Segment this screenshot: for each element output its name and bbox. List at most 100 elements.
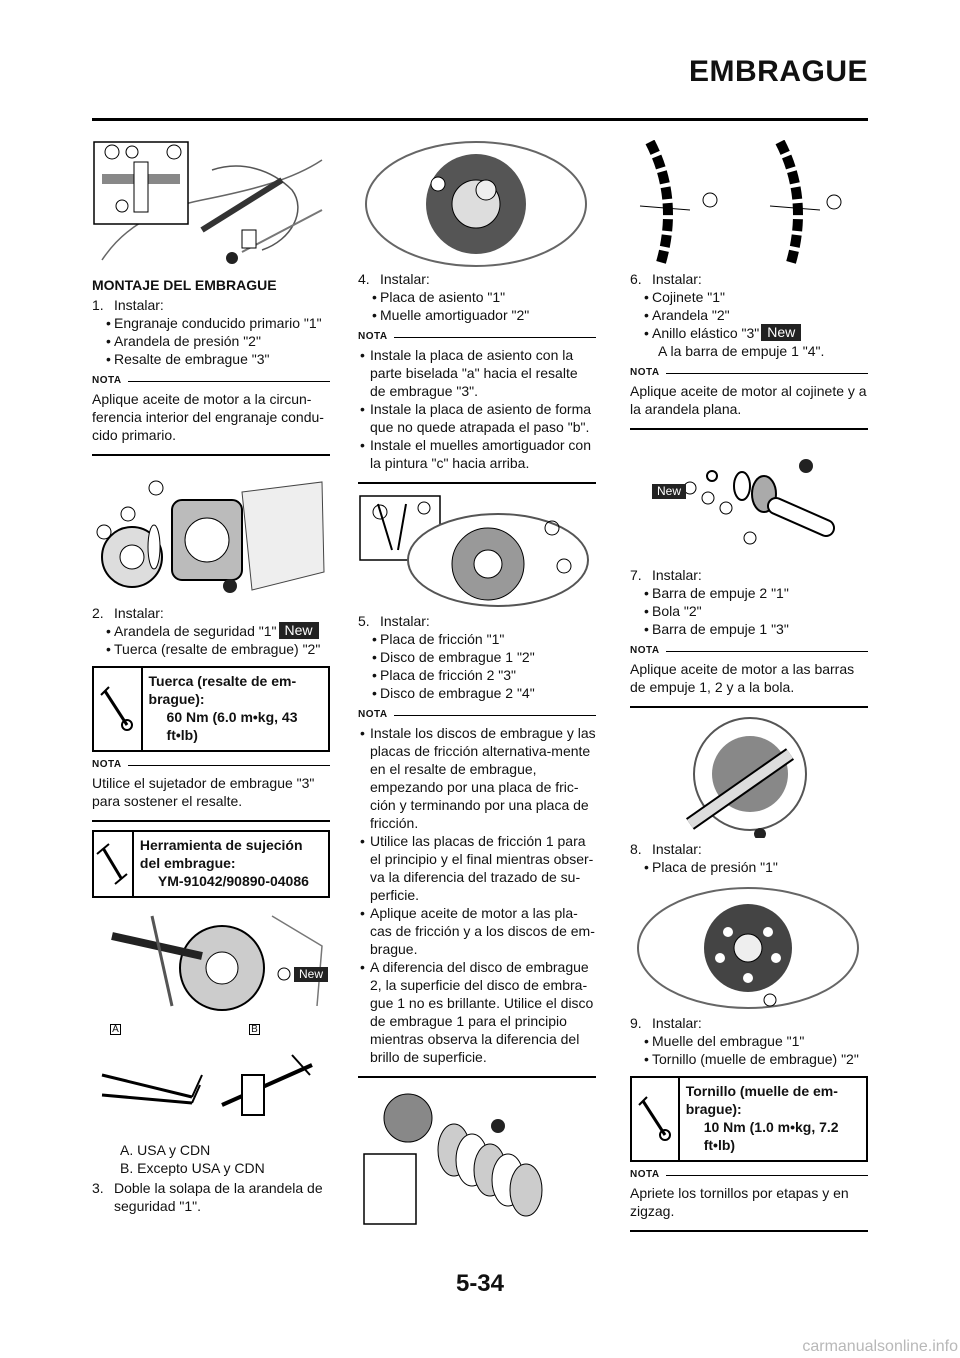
- note-text: Instale los discos de embrague y las pla…: [358, 724, 596, 1066]
- note-text: Aplique aceite de motor a las barras de …: [630, 661, 855, 695]
- note-heading: NOTA: [358, 330, 596, 344]
- list-item: Arandela de presión "2": [92, 332, 330, 350]
- step-label: Instalar:: [652, 271, 702, 287]
- special-tool-icon: [94, 832, 134, 896]
- step-number: 4.: [358, 271, 370, 287]
- step-number: 2.: [92, 605, 104, 621]
- step-text: Doble la solapa de la arandela de seguri…: [114, 1180, 323, 1214]
- page-number: 5-34: [455, 1270, 505, 1297]
- step-label: Instalar:: [652, 841, 702, 857]
- note-heading: NOTA: [630, 1168, 868, 1182]
- figure-clutch-holder: New: [92, 906, 328, 1014]
- torque-wrench-icon: [94, 668, 143, 750]
- illustration-friction-plates: [363, 1093, 543, 1225]
- step-4: 4. Instalar:: [358, 270, 596, 288]
- step-label: Instalar:: [380, 613, 430, 629]
- step-number: 5.: [358, 613, 370, 629]
- list-item-detail: A la barra de empuje 1 "4".: [658, 343, 825, 359]
- legend-item: B. Excepto USA y CDN: [120, 1160, 265, 1176]
- figure-seat-plate: [358, 140, 594, 268]
- list-item: Placa de fricción 2 "3": [358, 666, 596, 684]
- note-text: Aplique aceite de motor al cojinete y a …: [630, 383, 867, 417]
- illustration-plate-comparison: [639, 140, 842, 268]
- illustration-damper-spring: [359, 495, 589, 607]
- list-item: Barra de empuje 1 "3": [630, 620, 868, 638]
- note-heading: NOTA: [630, 644, 868, 658]
- illustration-clutch-hub: [96, 480, 325, 593]
- step-number: 6.: [630, 271, 642, 287]
- step-3: 3. Doble la solapa de la arandela de segu…: [92, 1179, 330, 1215]
- step-number: 8.: [630, 841, 642, 857]
- tool-spec-text: Herramienta de sujeción del embrague: YM…: [139, 837, 309, 889]
- list-item: Resalte de embrague "3": [92, 350, 330, 368]
- step-label: Instalar:: [114, 605, 164, 621]
- note-text: Utilice el sujetador de embrague "3" par…: [92, 775, 315, 809]
- figure-damper-spring: [358, 490, 594, 610]
- column-2: 4. Instalar: Placa de asiento "1" Muelle …: [358, 140, 596, 1228]
- legend-item: A. USA y CDN: [120, 1142, 211, 1158]
- watermark: carmanualsonline.info: [802, 1338, 958, 1355]
- list-item: Tornillo (muelle de embrague) "2": [630, 1050, 868, 1068]
- figure-clutch-hub: [92, 462, 328, 602]
- figure-push-rod-assembly: New: [630, 436, 866, 564]
- step-label: Instalar:: [652, 567, 702, 583]
- step-number: 9.: [630, 1015, 642, 1031]
- list-item: Arandela "2": [630, 306, 868, 324]
- torque-spec-box: Tuerca (resalte de em-brague): 60 Nm (6.…: [92, 666, 330, 752]
- note-block: NOTA Instale la placa de asiento con la …: [358, 330, 596, 484]
- note-block: NOTA Apriete los tornillos por etapas y …: [630, 1168, 868, 1232]
- list-item: Disco de embrague 1 "2": [358, 648, 596, 666]
- step-8: 8. Instalar:: [630, 840, 868, 858]
- figure-pressure-plate: [630, 882, 866, 1012]
- list-item: Bola "2": [630, 602, 868, 620]
- note-block: NOTA Aplique aceite de motor al cojinete…: [630, 366, 868, 430]
- label-b: B: [249, 1024, 260, 1035]
- list-item: Cojinete "1": [630, 288, 868, 306]
- tool-spec-box: Herramienta de sujeción del embrague: YM…: [92, 830, 330, 898]
- list-item: Placa de asiento "1": [358, 288, 596, 306]
- step-number: 3.: [92, 1180, 104, 1196]
- step-2: 2. Instalar:: [92, 604, 330, 622]
- list-item: Barra de empuje 2 "1": [630, 584, 868, 602]
- illustration-pliers-and-wrench: [101, 1054, 313, 1116]
- list-item: Placa de fricción "1": [358, 630, 596, 648]
- step-label: Instalar:: [380, 271, 430, 287]
- note-text: Aplique aceite de motor a la circun-fere…: [92, 391, 324, 443]
- header-rule: [92, 118, 868, 121]
- step-number: 1.: [92, 297, 104, 313]
- new-part-badge: New: [761, 324, 802, 341]
- illustration-push-rod: [683, 459, 835, 545]
- torque-wrench-icon: [632, 1078, 680, 1160]
- note-heading: NOTA: [630, 366, 868, 380]
- list-item: Anillo elástico "3"New: [630, 324, 868, 342]
- list-item: Arandela de seguridad "1"New: [92, 622, 330, 640]
- column-3: 6. Instalar: Cojinete "1" Arandela "2" An…: [630, 140, 868, 1232]
- figure-ab-labels: A B: [110, 1024, 260, 1035]
- note-block: NOTA Instale los discos de embrague y la…: [358, 708, 596, 1078]
- note-block: NOTA Utilice el sujetador de embrague "3…: [92, 758, 330, 822]
- torque-spec-text: Tuerca (resalte de em-brague): 60 Nm (6.…: [148, 673, 298, 743]
- new-part-badge: New: [294, 967, 328, 982]
- step-1: 1. Instalar:: [92, 296, 330, 314]
- torque-spec-text: Tornillo (muelle de em-brague): 10 Nm (1…: [685, 1083, 839, 1153]
- list-item: Disco de embrague 2 "4": [358, 684, 596, 702]
- step-9: 9. Instalar:: [630, 1014, 868, 1032]
- step-7: 7.Instalar:: [630, 566, 868, 584]
- note-text: Apriete los tornillos por etapas y en zi…: [630, 1185, 849, 1219]
- list-item: Muelle amortiguador "2": [358, 306, 596, 324]
- list-item: Tuerca (resalte de embrague) "2": [92, 640, 330, 658]
- illustration-pressure-plate: [637, 887, 859, 1009]
- figure-friction-plates: [358, 1088, 594, 1228]
- figure-push-rod-install: [630, 714, 866, 838]
- note-block: NOTA Aplique aceite de motor a la circun…: [92, 374, 330, 456]
- note-text: Instale la placa de asiento con la parte…: [358, 346, 596, 472]
- page-title: EMBRAGUE: [688, 55, 868, 88]
- note-block: NOTA Aplique aceite de motor a las barra…: [630, 644, 868, 708]
- figure-tools-ab: [92, 1035, 328, 1135]
- note-heading: NOTA: [358, 708, 596, 722]
- list-item: Placa de presión "1": [630, 858, 868, 876]
- step-label: Instalar:: [652, 1015, 702, 1031]
- step-label: Instalar:: [114, 297, 164, 313]
- new-part-badge: New: [652, 484, 687, 499]
- new-part-badge: New: [278, 622, 319, 639]
